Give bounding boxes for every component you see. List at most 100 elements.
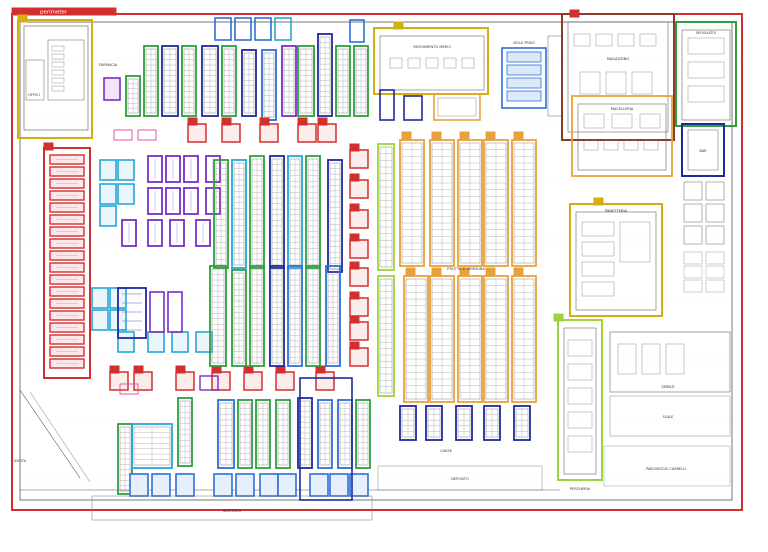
red-unit-11	[349, 321, 369, 341]
shelf-bottom-3	[255, 399, 271, 469]
magazzino-room-2	[631, 71, 653, 95]
orange-rack-bot-4	[511, 275, 537, 403]
red-unit-13-tag	[109, 365, 120, 374]
orange-rack-top-3	[483, 139, 509, 267]
red-unit-12-tag	[349, 341, 360, 350]
pescheria-counter-1	[567, 363, 593, 381]
macelleria-station-0	[583, 113, 605, 129]
orange-rack-bot-1-tag	[431, 267, 442, 276]
lime-rack-2	[377, 275, 395, 397]
zone-parcheggio	[603, 445, 731, 487]
red-unit-14-tag	[133, 365, 144, 374]
orange-rack-top-1-tag	[431, 131, 442, 140]
zone-celle	[501, 47, 547, 109]
purple-small-box	[199, 375, 219, 391]
zone-pescheria	[557, 319, 603, 481]
shelf-top-10	[335, 45, 351, 117]
unit-top-3	[254, 17, 272, 41]
pescheria-counter-3	[567, 411, 593, 429]
right-grid-0-1	[705, 251, 725, 265]
magazzino-inner	[567, 21, 669, 133]
celle-cell-1	[506, 64, 542, 76]
celle-cell-0	[506, 51, 542, 63]
zone-red-column-tag	[43, 142, 54, 151]
magazzino-rack-3	[639, 33, 657, 47]
magazzino-rack-2	[617, 33, 635, 47]
red-unit-8	[349, 239, 369, 259]
shelf-center-13	[325, 265, 341, 367]
cyan-unit-1	[117, 159, 135, 181]
orange-rack-bot-2-tag	[459, 267, 470, 276]
receiving-inner	[379, 35, 485, 91]
orange-rack-top-0	[399, 139, 425, 267]
servizi-room-0	[617, 343, 637, 375]
checkout-lane-0	[129, 473, 149, 497]
zone-servizi	[609, 331, 731, 393]
macelleria-counter-0	[583, 139, 599, 151]
lime-rack-1	[377, 143, 395, 271]
shelf-top-1	[161, 45, 179, 117]
entrance-lobby	[91, 495, 373, 521]
cyan-unit-2	[99, 183, 117, 205]
red-unit-7-tag	[349, 203, 360, 212]
panetteria-oven-2	[581, 261, 615, 277]
zone-receiving	[373, 27, 489, 95]
red-unit-16	[211, 371, 231, 391]
zone-spogliatoi	[675, 21, 737, 127]
label-ingresso: INGRESSO	[223, 509, 242, 513]
bar-inner	[687, 129, 719, 171]
panetteria-inner	[575, 211, 657, 311]
red-unit-6-tag	[349, 173, 360, 182]
zone-red-column	[43, 147, 91, 379]
shelf-center-8	[231, 269, 247, 367]
darkblue-receiving-2	[403, 95, 423, 121]
shelf-bottom-5	[297, 397, 313, 469]
zone-magazzino	[561, 13, 675, 141]
red-unit-10-tag	[349, 291, 360, 300]
shelf-bottom-6	[317, 399, 333, 469]
shelf-top-8	[297, 45, 315, 117]
checkout-lane-5	[259, 473, 279, 497]
receiving-bay-2	[425, 57, 439, 69]
label-farmacia: FARMACIA	[99, 63, 118, 67]
red-unit-2-tag	[259, 117, 270, 126]
shelf-top-2	[181, 45, 197, 117]
servizi-room-2	[665, 343, 685, 375]
shelf-top-12	[125, 75, 141, 117]
zone-offices-tag	[17, 14, 28, 23]
receiving-bay-3	[443, 57, 457, 69]
shelf-center-12	[305, 265, 321, 367]
red-unit-15	[175, 371, 195, 391]
shelf-bottom-1	[217, 399, 235, 469]
cyan-unit-10	[147, 331, 165, 353]
magazzino-rack-1	[595, 33, 613, 47]
shelf-center-1	[231, 159, 247, 269]
zone-panetteria	[569, 203, 663, 317]
red-unit-5	[349, 149, 369, 169]
orange-rack-bot-2	[457, 275, 483, 403]
building-outline	[19, 21, 733, 501]
label-scale: SCALE	[663, 415, 674, 419]
red-unit-7	[349, 209, 369, 229]
orange-box-receiving-inner	[437, 97, 477, 117]
orange-rack-bot-3	[483, 275, 509, 403]
celle-cell-3	[506, 90, 542, 102]
orange-rack-top-3-tag	[485, 131, 496, 140]
servizi-room-1	[641, 343, 661, 375]
darkblue-dep-4	[513, 405, 531, 441]
shelf-center-0	[213, 159, 229, 269]
shelf-center-5	[305, 155, 321, 269]
receiving-bay-1	[407, 57, 421, 69]
shelf-top-11	[353, 45, 369, 117]
cyan-unit-3	[117, 183, 135, 205]
red-unit-15-tag	[175, 365, 186, 374]
label-pescheria: PESCHERIA	[570, 487, 591, 491]
red-unit-17-tag	[243, 365, 254, 374]
darkblue-block-1	[117, 287, 147, 339]
zone-magazzino-tag	[569, 9, 580, 18]
offices-desk-2	[51, 61, 65, 68]
red-unit-9-tag	[349, 261, 360, 270]
red-unit-4	[317, 123, 337, 143]
checkout-lane-3	[213, 473, 233, 497]
